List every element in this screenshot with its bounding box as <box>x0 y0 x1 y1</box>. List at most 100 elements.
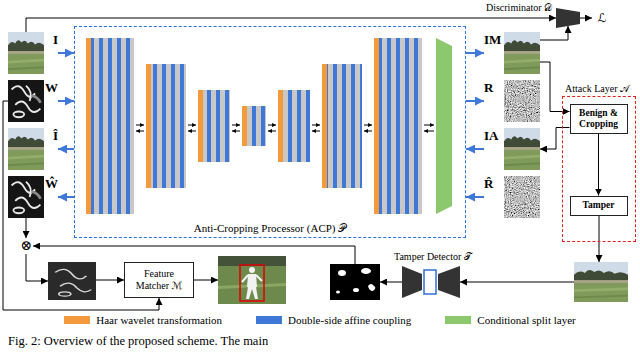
cover-image <box>8 32 44 74</box>
connector <box>58 196 74 198</box>
bottleneck-shape <box>424 270 436 294</box>
legend-text: Double-side affine coupling <box>288 313 411 327</box>
discriminator: Discriminator 𝒟 <box>556 8 580 28</box>
node-label: Anti-Cropping Processor (ACP) 𝒫 <box>194 222 347 235</box>
output-image: R̂ <box>484 176 540 218</box>
haar-layer <box>278 90 283 162</box>
flow-arrow <box>312 131 320 132</box>
connector <box>540 128 570 150</box>
input-image: Ŵ <box>8 176 58 218</box>
connector <box>26 18 556 32</box>
haar-layer <box>198 90 203 162</box>
flow-arrow <box>424 131 434 132</box>
discriminator-shape <box>556 8 580 28</box>
watermark-image <box>8 80 44 122</box>
node-label: W <box>45 81 58 95</box>
encoder-shape <box>402 266 422 298</box>
node-label: Î <box>53 129 58 143</box>
loss-symbol: ℒ <box>595 10 609 26</box>
haar-layer <box>374 38 379 214</box>
legend: Haar wavelet transformation Double-side a… <box>0 313 640 327</box>
node-label: Attack Layer 𝒜 <box>565 83 629 95</box>
coupling-layers <box>91 38 134 214</box>
node-label: R̂ <box>484 177 493 191</box>
flow-arrow <box>188 131 196 132</box>
connector <box>540 26 568 40</box>
tamper-detector: Tamper Detector 𝒯 <box>402 266 460 298</box>
legend-text: Haar wavelet transformation <box>96 313 222 327</box>
flow-arrow <box>194 280 218 281</box>
multiply-symbol: ⊗ <box>18 237 34 255</box>
flow-arrow <box>580 18 592 19</box>
connector <box>598 134 599 196</box>
decoder-shape <box>438 266 460 298</box>
input-image: W <box>8 80 58 122</box>
processor-region: Anti-Cropping Processor (ACP) 𝒫 <box>74 26 466 238</box>
masked-watermark <box>48 262 96 300</box>
reversible-arrows <box>136 125 434 131</box>
figure-caption: Fig. 2: Overview of the proposed scheme.… <box>8 334 632 349</box>
node-label: Discriminator 𝒟 <box>486 2 552 14</box>
localization-image <box>218 256 286 304</box>
flow-arrow <box>268 131 276 132</box>
process-box: Feature Matcher ℳ <box>124 262 194 298</box>
output-image: IA <box>484 128 540 170</box>
noise-image <box>504 80 540 122</box>
flow-arrow <box>136 131 144 132</box>
coupling-layers <box>283 90 310 162</box>
flow-arrow <box>364 131 372 132</box>
flow-arrow <box>599 216 600 262</box>
connector <box>58 52 74 54</box>
output-image: R <box>484 80 540 122</box>
flow-arrow <box>232 131 240 132</box>
flow-arrow <box>26 218 27 238</box>
connector <box>58 148 74 150</box>
node-label: IA <box>484 129 498 143</box>
flow-arrow <box>380 282 402 283</box>
coupling-layers <box>247 106 266 146</box>
flow-arrow <box>33 246 355 264</box>
coupling-layers <box>327 64 362 188</box>
node-label: Ŵ <box>45 177 58 191</box>
legend-item: Conditional split layer <box>445 313 575 327</box>
recovered-image <box>8 128 44 170</box>
attacked-image <box>504 128 540 170</box>
coupling-layers <box>379 38 422 214</box>
node-label: R <box>484 81 493 95</box>
processor-layers <box>86 38 452 214</box>
attack-layer-region: Attack Layer 𝒜Benign & CroppingTamper <box>562 96 636 242</box>
flow-arrow <box>232 125 240 126</box>
legend-item: Double-side affine coupling <box>256 313 411 327</box>
noise-image <box>504 176 540 218</box>
legend-swatch <box>64 316 90 324</box>
flow-arrow <box>424 125 434 126</box>
caption-text: Fig. 2: Overview of the proposed scheme.… <box>8 334 268 348</box>
flow-arrow <box>312 125 320 126</box>
node-label: IM <box>484 33 501 47</box>
node-label: Feature Matcher ℳ <box>128 268 190 292</box>
flow-arrow <box>460 282 574 283</box>
haar-layer <box>322 64 327 188</box>
legend-item: Haar wavelet transformation <box>64 313 222 327</box>
recovered-watermark <box>8 176 44 218</box>
haar-layer <box>86 38 91 214</box>
haar-layer <box>242 106 247 146</box>
connector <box>466 100 484 102</box>
input-image: Î <box>8 128 58 170</box>
node-label: Benign & Cropping <box>574 108 624 130</box>
node-label: Tamper Detector 𝒯 <box>394 251 472 263</box>
node-label: I <box>53 33 58 47</box>
coupling-layers <box>203 90 230 162</box>
flow-arrow <box>268 125 276 126</box>
connector <box>466 196 484 198</box>
coupling-layers <box>151 64 186 188</box>
flow-arrow <box>364 125 372 126</box>
connector <box>466 148 484 150</box>
haar-layer <box>146 64 151 188</box>
legend-swatch <box>445 316 471 324</box>
process-box: Tamper <box>570 196 628 216</box>
connector <box>466 52 484 54</box>
